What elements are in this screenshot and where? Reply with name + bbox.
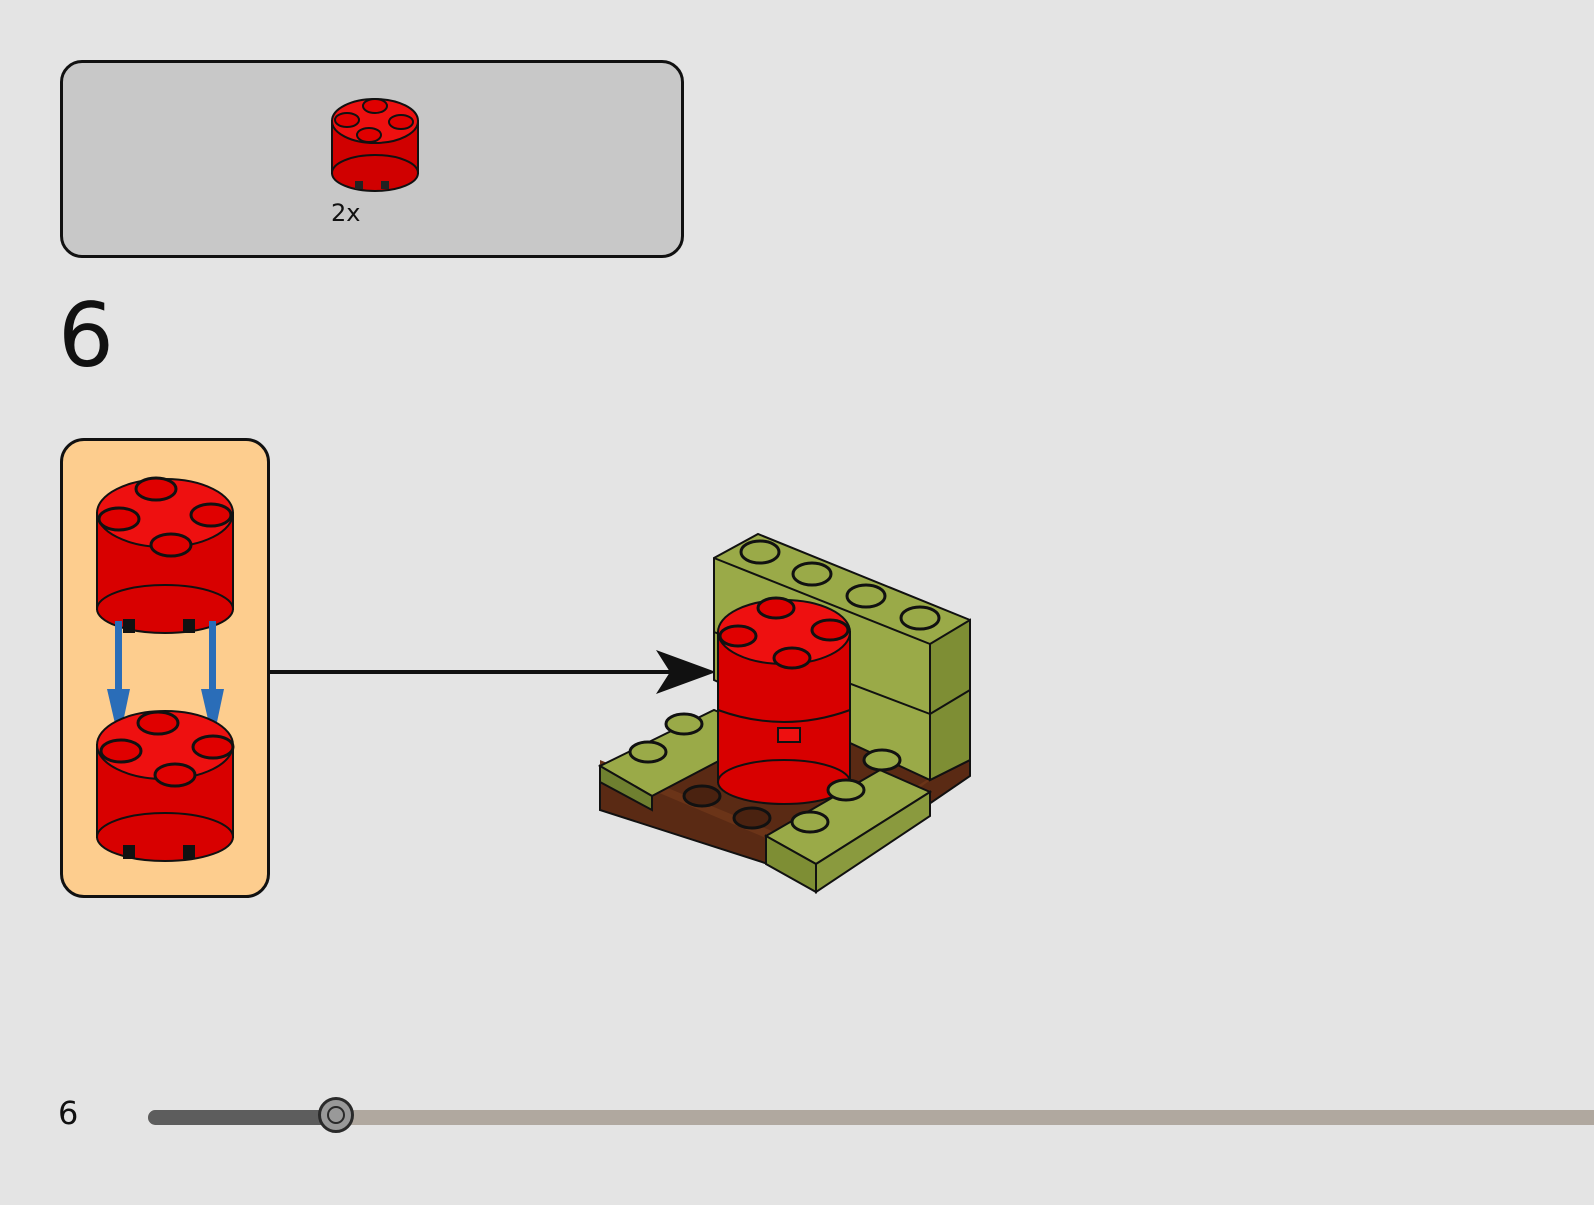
round-brick-red-icon bbox=[331, 98, 419, 192]
progress-fill bbox=[148, 1110, 336, 1125]
progress-bar bbox=[148, 1097, 1594, 1133]
down-arrow-icon bbox=[107, 621, 224, 741]
page-number: 6 bbox=[58, 1094, 79, 1132]
subassembly-bricks-icon bbox=[96, 476, 235, 862]
part-quantity: 2x bbox=[331, 199, 361, 227]
progress-knob bbox=[318, 1097, 354, 1133]
subassembly-callout bbox=[60, 438, 270, 898]
callout-pointer-arrow bbox=[270, 650, 716, 694]
model-assembly-image bbox=[597, 532, 971, 894]
parts-list-callout: 2x bbox=[60, 60, 684, 258]
step-number: 6 bbox=[58, 284, 114, 387]
